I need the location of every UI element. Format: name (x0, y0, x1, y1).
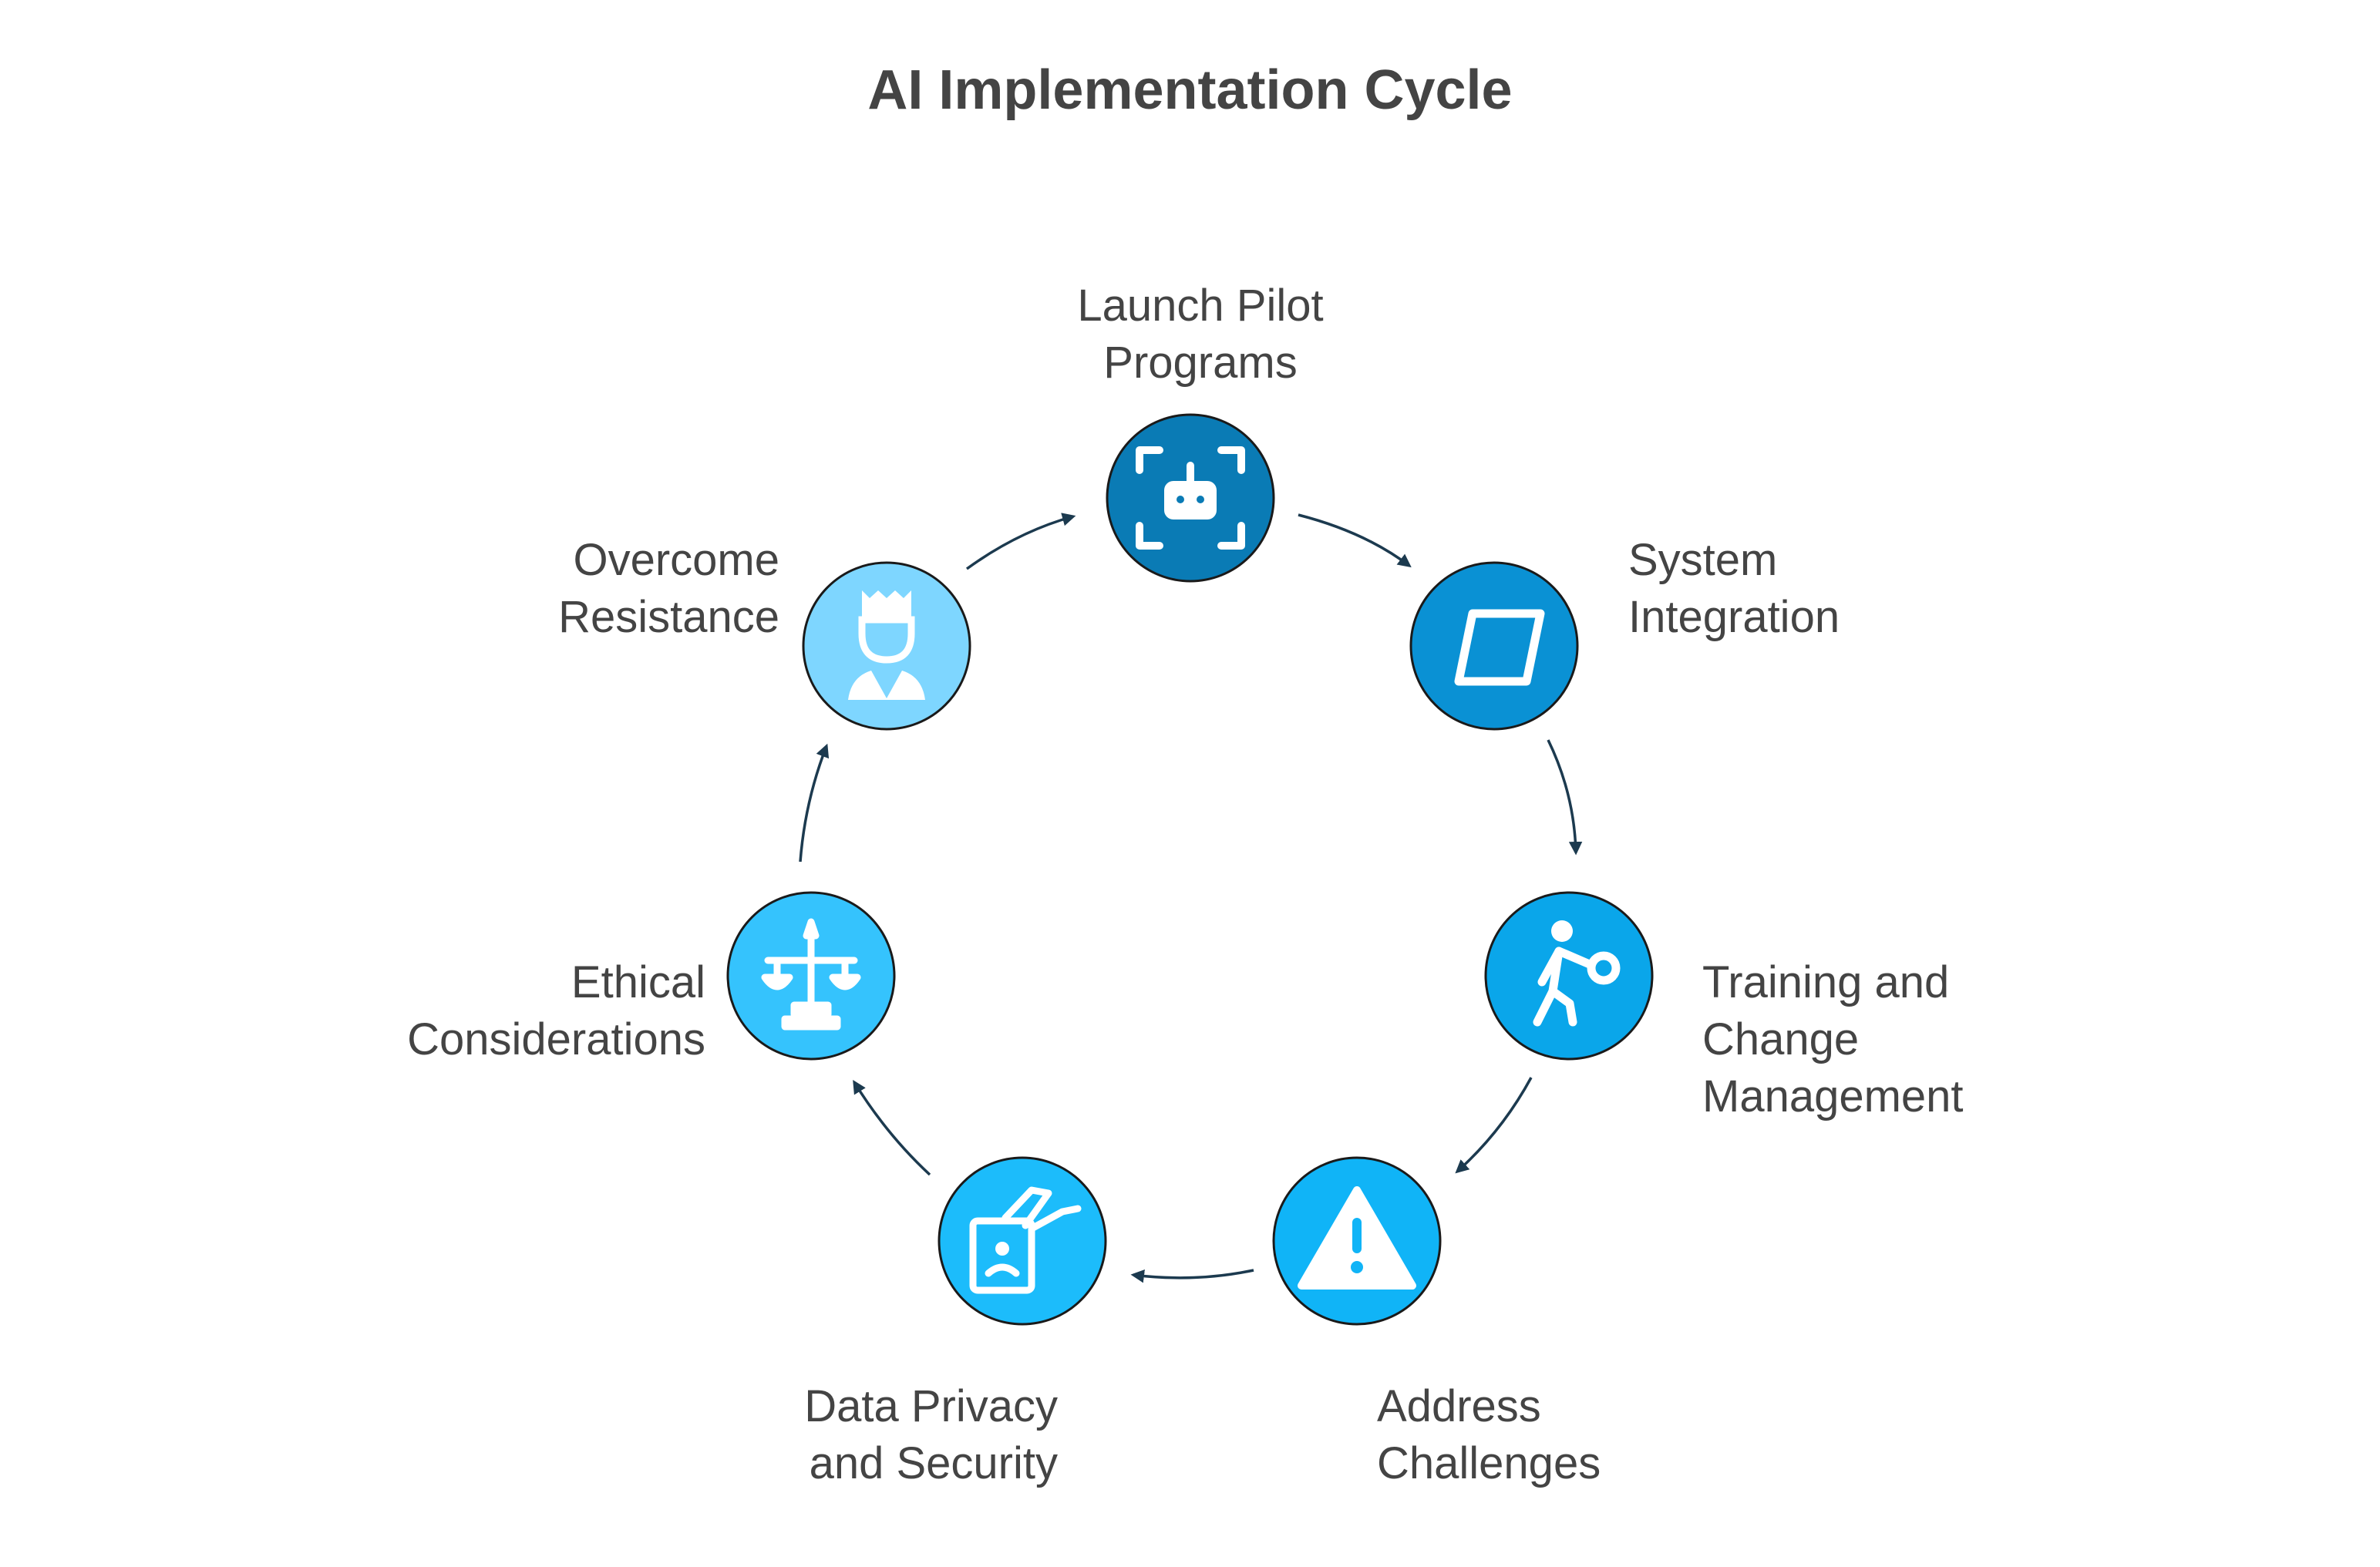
label-line: Address (1377, 1381, 1541, 1431)
id-card-hand-icon (969, 1186, 1082, 1294)
label-line: Ethical (571, 957, 705, 1007)
node-address-challenges (1272, 1156, 1442, 1326)
label-line: Resistance (558, 592, 779, 642)
chef-person-icon (848, 590, 925, 700)
label-line: Considerations (407, 1014, 705, 1064)
scales-icon (761, 918, 861, 1031)
arrow-address-to-privacy (1130, 1269, 1254, 1283)
label-launch-pilot-programs: Launch Pilot Programs (1077, 277, 1323, 392)
node-data-privacy-security (938, 1156, 1107, 1326)
label-line: and Security (809, 1438, 1058, 1488)
page-title: AI Implementation Cycle (867, 59, 1513, 121)
cycle-arrows (799, 513, 1583, 1283)
label-system-integration: System Integration (1628, 532, 1840, 646)
label-line: Training and (1702, 957, 1950, 1007)
parallelogram-icon (1454, 609, 1545, 686)
node-circle (802, 561, 971, 731)
warning-icon (1298, 1186, 1416, 1290)
label-line: Launch Pilot (1077, 281, 1324, 331)
node-launch-pilot-programs (1106, 413, 1275, 583)
arrow-overcome-to-launch (965, 513, 1076, 570)
node-circle (1484, 891, 1654, 1061)
node-circle (938, 1156, 1107, 1326)
label-ethical-considerations: Ethical Considerations (407, 954, 705, 1068)
robot-icon (1136, 446, 1245, 550)
label-line: Data Privacy (804, 1381, 1058, 1431)
node-circle (1409, 561, 1579, 731)
arrow-privacy-to-ethical (853, 1080, 931, 1176)
label-line: Challenges (1377, 1438, 1601, 1488)
node-system-integration (1409, 561, 1579, 731)
label-line: System (1628, 535, 1778, 585)
label-line: Programs (1103, 338, 1298, 388)
label-address-challenges: Address Challenges (1377, 1378, 1601, 1492)
arrow-system-to-training (1547, 739, 1583, 856)
node-overcome-resistance (802, 561, 971, 731)
label-line: Management (1702, 1071, 1964, 1121)
boxing-person-icon (1533, 920, 1621, 1027)
arrow-launch-to-system (1298, 513, 1412, 568)
label-data-privacy-security: Data Privacy and Security (804, 1378, 1058, 1492)
node-training-change-management (1484, 891, 1654, 1061)
label-training-change-management: Training and Change Management (1702, 954, 1964, 1125)
label-line: Overcome (573, 535, 779, 585)
arrow-ethical-to-overcome (799, 743, 830, 863)
label-overcome-resistance: Overcome Resistance (558, 532, 779, 646)
arrow-training-to-address (1455, 1077, 1533, 1174)
node-ethical-considerations (726, 891, 896, 1061)
label-line: Change (1702, 1014, 1860, 1064)
label-line: Integration (1628, 592, 1840, 642)
